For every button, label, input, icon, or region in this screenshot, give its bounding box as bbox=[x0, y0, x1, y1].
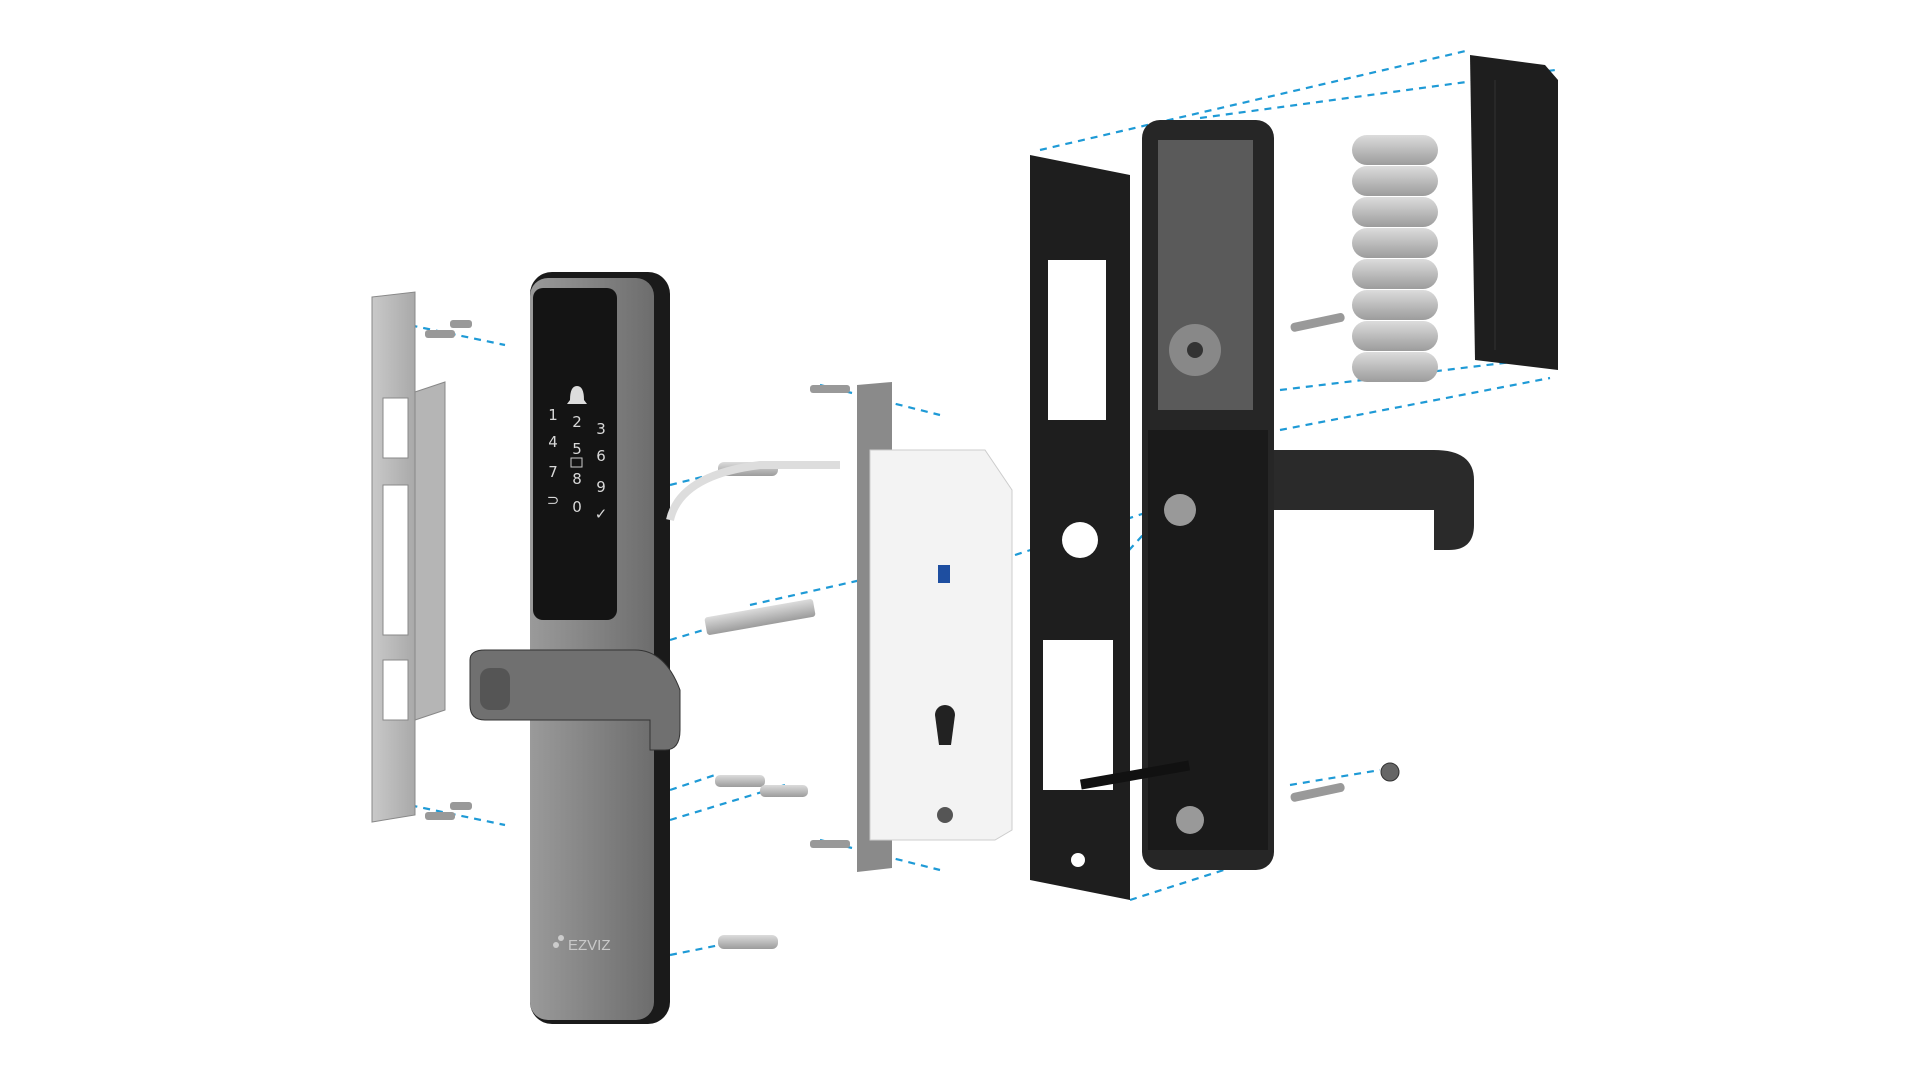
key-back[interactable]: ⊃ bbox=[547, 491, 560, 509]
key-0[interactable]: 0 bbox=[572, 498, 582, 516]
rear-handle bbox=[1274, 450, 1474, 550]
mortise-lock-body bbox=[857, 382, 1013, 872]
front-handle bbox=[469, 649, 681, 751]
key-4[interactable]: 4 bbox=[548, 433, 558, 451]
cylinder-slot bbox=[935, 705, 955, 745]
key-6[interactable]: 6 bbox=[596, 447, 606, 465]
keypad: 1 2 3 4 5 6 7 8 9 ⊃ 0 ✓ bbox=[547, 406, 608, 523]
screw-icon bbox=[425, 320, 472, 820]
key-7[interactable]: 7 bbox=[548, 463, 558, 481]
key-9[interactable]: 9 bbox=[596, 478, 606, 496]
card-icon bbox=[570, 457, 583, 468]
battery-cover bbox=[1470, 55, 1558, 370]
batteries bbox=[1352, 135, 1438, 382]
strike-plate bbox=[371, 291, 472, 823]
key-3[interactable]: 3 bbox=[596, 420, 606, 438]
rear-gasket bbox=[1030, 155, 1130, 900]
connecting-pins bbox=[666, 461, 840, 949]
key-5[interactable]: 5 bbox=[572, 440, 582, 458]
svg-text:EZVIZ: EZVIZ bbox=[568, 937, 611, 954]
key-2[interactable]: 2 bbox=[572, 413, 582, 431]
fingerprint-sensor-icon bbox=[480, 668, 510, 710]
key-1[interactable]: 1 bbox=[548, 406, 558, 424]
screw-icon bbox=[810, 313, 1400, 848]
front-panel: 1 2 3 4 5 6 7 8 9 ⊃ 0 ✓ EZVIZ bbox=[469, 272, 681, 1024]
keypad-screen bbox=[533, 288, 617, 620]
key-8[interactable]: 8 bbox=[572, 470, 582, 488]
bell-icon bbox=[567, 386, 587, 404]
ezviz-logo: EZVIZ bbox=[553, 935, 611, 954]
rear-panel bbox=[1079, 120, 1474, 870]
key-confirm[interactable]: ✓ bbox=[595, 505, 608, 523]
